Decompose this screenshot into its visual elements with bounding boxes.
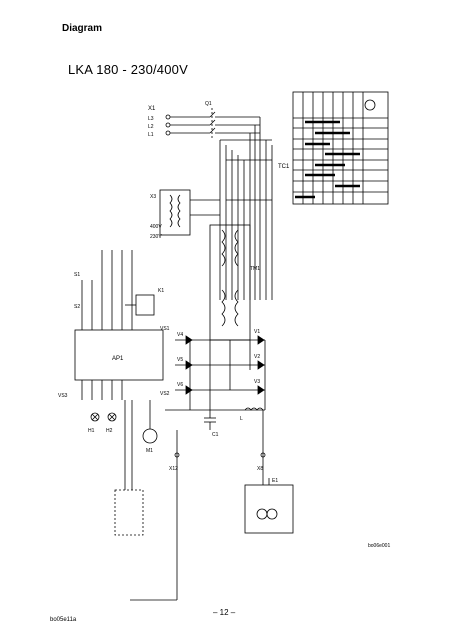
label-x3: X3	[150, 194, 156, 200]
diagram-subtitle: LKA 180 - 230/400V	[68, 62, 188, 77]
label-x1: X1	[148, 106, 156, 112]
indicator-lamps	[90, 412, 117, 422]
label-l1: L1	[148, 132, 154, 138]
label-e1: E1	[272, 478, 278, 484]
label-choke: L	[240, 416, 243, 422]
mains-input-lines	[165, 114, 210, 136]
label-v2: V2	[254, 354, 260, 360]
fan-motor-m1	[142, 400, 158, 444]
label-vs3: VS3	[58, 393, 68, 399]
capacitor-c1	[204, 410, 216, 430]
label-l3: L3	[148, 116, 154, 122]
label-c1: C1	[212, 432, 219, 438]
label-x8: X8	[257, 466, 263, 472]
label-vs1: VS1	[160, 326, 170, 332]
switch-position-table	[292, 91, 389, 205]
rectifier-bridge	[165, 335, 266, 411]
label-h1: H1	[88, 428, 95, 434]
label-s1: S1	[74, 272, 80, 278]
page-heading: Diagram	[62, 23, 103, 34]
label-vs2: VS2	[160, 391, 170, 397]
page-number: – 12 –	[213, 608, 236, 617]
aux-transformer	[159, 189, 220, 236]
step-switch-wiring	[219, 139, 273, 300]
label-h2: H2	[106, 428, 113, 434]
label-l2: L2	[148, 124, 154, 130]
label-q1: Q1	[205, 101, 212, 107]
main-switch-q1	[209, 108, 261, 300]
label-k1: K1	[158, 288, 164, 294]
label-400v: 400V	[150, 224, 162, 230]
label-v5: V5	[177, 357, 183, 363]
file-reference: bo05e11a	[50, 617, 77, 623]
label-s2: S2	[74, 304, 80, 310]
label-m1: M1	[146, 448, 153, 454]
label-230v: 230V	[150, 234, 162, 240]
label-v3: V3	[254, 379, 260, 385]
label-v1: V1	[254, 329, 260, 335]
label-x12: X12	[169, 466, 178, 472]
control-board-ap1	[74, 250, 164, 400]
doc-reference: bo06e001	[368, 543, 391, 549]
wire-feed-unit	[244, 478, 294, 534]
torch-connector	[114, 400, 144, 536]
label-v6: V6	[177, 382, 183, 388]
label-tm1: TM1	[250, 266, 260, 272]
choke-l	[244, 407, 264, 450]
output-cables	[174, 430, 266, 600]
label-ap1: AP1	[112, 356, 124, 362]
contactor-k1	[125, 294, 155, 316]
label-tc1: TC1	[278, 164, 290, 170]
label-v4: V4	[177, 332, 183, 338]
